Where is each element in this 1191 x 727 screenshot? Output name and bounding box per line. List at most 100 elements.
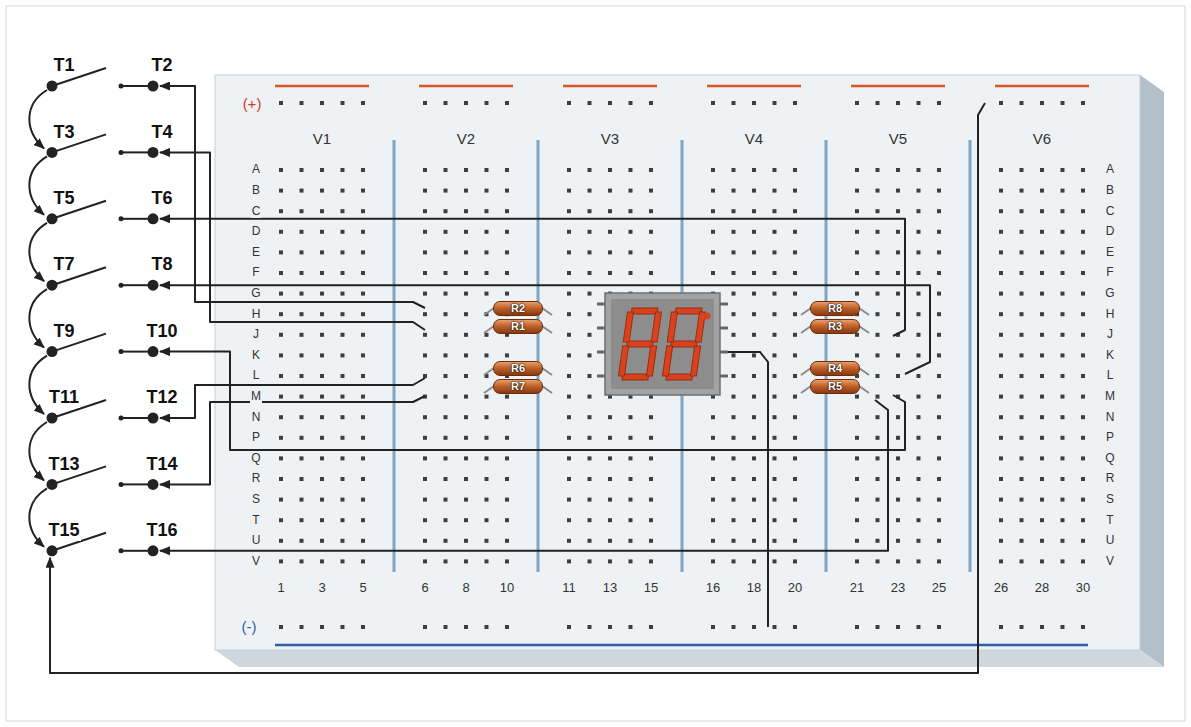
decimal-point: [704, 313, 711, 320]
resistor-symbol: R6: [493, 361, 543, 376]
column-number: 10: [499, 581, 515, 595]
resistor-symbol: R7: [493, 379, 543, 394]
wires: [50, 86, 985, 673]
hole: [732, 353, 736, 357]
hole: [876, 250, 880, 254]
hole: [1040, 498, 1044, 502]
hole: [567, 333, 571, 337]
hole: [279, 559, 283, 563]
hole: [937, 559, 941, 563]
hole: [279, 189, 283, 193]
hole: [341, 250, 345, 254]
hole: [793, 333, 797, 337]
row-letter: N: [1105, 411, 1116, 424]
segment: [651, 312, 661, 342]
hole: [711, 209, 715, 213]
hole: [444, 292, 448, 296]
chain-wire: [29, 223, 47, 281]
hole: [649, 559, 653, 563]
hole: [999, 415, 1003, 419]
hole: [279, 271, 283, 275]
hole: [752, 518, 756, 522]
hole: [732, 477, 736, 481]
terminal-dot: [47, 346, 58, 357]
row-letter: Q: [250, 452, 261, 465]
hole: [588, 498, 592, 502]
hole: [567, 477, 571, 481]
hole: [629, 456, 633, 460]
hole: [608, 498, 612, 502]
hole: [464, 559, 468, 563]
hole: [896, 436, 900, 440]
resistor-label: R5: [828, 380, 842, 392]
section-label: V3: [600, 131, 620, 148]
hole: [485, 559, 489, 563]
switch-bank: [29, 68, 158, 556]
row-letter: V: [251, 555, 261, 568]
hole: [876, 518, 880, 522]
rail-hole: [711, 625, 715, 629]
hole: [320, 209, 324, 213]
hole: [896, 353, 900, 357]
hole: [896, 456, 900, 460]
jumper-wire: [160, 219, 905, 336]
hole: [567, 250, 571, 254]
hole: [1020, 477, 1024, 481]
row-letter: J: [252, 328, 260, 341]
resistor-lead: [542, 368, 552, 375]
rail-hole: [937, 625, 941, 629]
hole: [608, 209, 612, 213]
rail-hole: [1081, 625, 1085, 629]
section-label: V1: [312, 131, 332, 148]
hole: [1040, 415, 1044, 419]
hole: [1081, 539, 1085, 543]
hole: [464, 498, 468, 502]
hole: [773, 292, 777, 296]
hole: [999, 333, 1003, 337]
hole: [1081, 271, 1085, 275]
hole: [1061, 209, 1065, 213]
hole: [917, 209, 921, 213]
hole: [876, 271, 880, 275]
hole: [773, 415, 777, 419]
hole: [1040, 539, 1044, 543]
hole: [1020, 353, 1024, 357]
hole: [876, 209, 880, 213]
digit: [618, 308, 662, 380]
hole: [300, 477, 304, 481]
hole: [999, 395, 1003, 399]
rail-hole: [999, 101, 1003, 105]
rail-hole: [1020, 625, 1024, 629]
hole: [567, 539, 571, 543]
hole: [711, 168, 715, 172]
hole: [999, 250, 1003, 254]
resistor-symbol: R3: [810, 319, 860, 334]
terminal-label: T9: [52, 322, 75, 342]
hole: [300, 189, 304, 193]
hole: [855, 415, 859, 419]
hole: [341, 518, 345, 522]
hole: [649, 250, 653, 254]
hole: [300, 498, 304, 502]
hole: [320, 498, 324, 502]
hole: [896, 230, 900, 234]
hole: [320, 539, 324, 543]
rail-hole: [341, 101, 345, 105]
hole: [999, 353, 1003, 357]
hole: [1020, 271, 1024, 275]
terminal-label: T3: [52, 123, 75, 143]
hole: [361, 477, 365, 481]
hole: [773, 518, 777, 522]
hole: [300, 209, 304, 213]
hole: [876, 230, 880, 234]
hole: [793, 312, 797, 316]
hole: [444, 168, 448, 172]
rail-hole: [423, 625, 427, 629]
hole: [1061, 436, 1065, 440]
hole: [1061, 498, 1065, 502]
hole: [773, 230, 777, 234]
row-letter: T: [1105, 514, 1114, 527]
hole: [1040, 333, 1044, 337]
rail-hole: [1061, 101, 1065, 105]
terminal-dot: [47, 213, 58, 224]
